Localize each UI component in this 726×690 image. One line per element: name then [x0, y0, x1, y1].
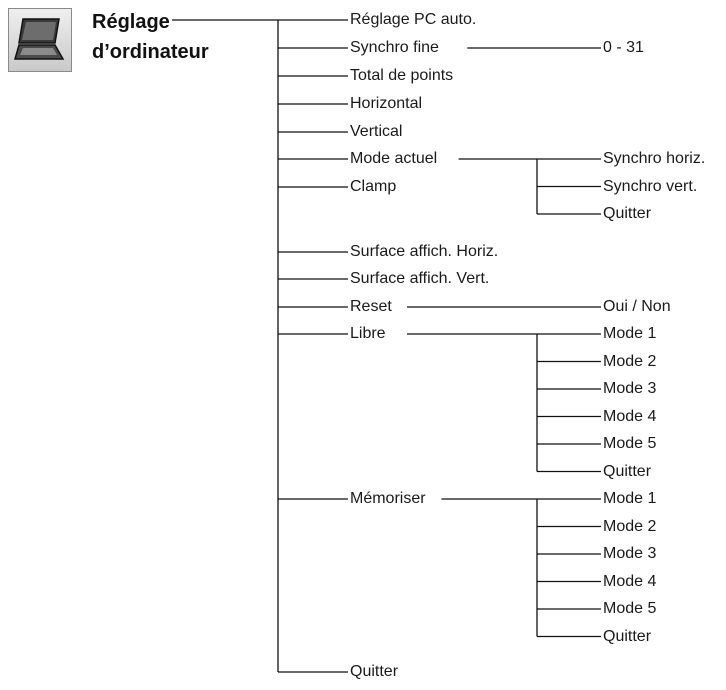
menu-item: Clamp: [350, 178, 397, 195]
menu-item: Vertical: [350, 123, 403, 140]
sub-item: Quitter: [603, 205, 652, 222]
sub-item: Oui / Non: [603, 298, 671, 315]
section-title-line2: d’ordinateur: [92, 41, 209, 63]
sub-item: Mode 2: [603, 517, 657, 535]
menu-item: Synchro fine: [350, 39, 439, 56]
menu-item: Mémoriser: [350, 490, 426, 507]
sub-item: Quitter: [603, 462, 652, 480]
sub-item: Mode 4: [603, 407, 657, 425]
sub-item: Mode 3: [603, 545, 657, 562]
sub-item: Quitter: [603, 627, 652, 645]
laptop-icon: [8, 8, 72, 72]
menu-item: Libre: [350, 325, 386, 342]
sub-item: Mode 5: [603, 435, 657, 452]
sub-item: 0 - 31: [603, 39, 644, 56]
sub-item: Mode 5: [603, 600, 657, 617]
sub-item: Mode 3: [603, 380, 657, 397]
menu-item: Quitter: [350, 663, 399, 680]
sub-item: Mode 1: [603, 325, 657, 342]
sub-item: Mode 4: [603, 572, 657, 590]
menu-item: Horizontal: [350, 95, 423, 112]
sub-item: Synchro horiz.: [603, 150, 706, 167]
sub-item: Mode 2: [603, 352, 657, 370]
sub-item: Synchro vert.: [603, 177, 698, 195]
menu-item: Réglage PC auto.: [350, 11, 477, 28]
menu-item: Total de points: [350, 67, 454, 84]
menu-item: Mode actuel: [350, 150, 438, 167]
menu-item: Surface affich. Horiz.: [350, 243, 499, 260]
menu-item: Reset: [350, 298, 392, 315]
section-title-line1: Réglage: [92, 11, 170, 33]
menu-item: Surface affich. Vert.: [350, 270, 490, 287]
sub-item: Mode 1: [603, 490, 657, 507]
